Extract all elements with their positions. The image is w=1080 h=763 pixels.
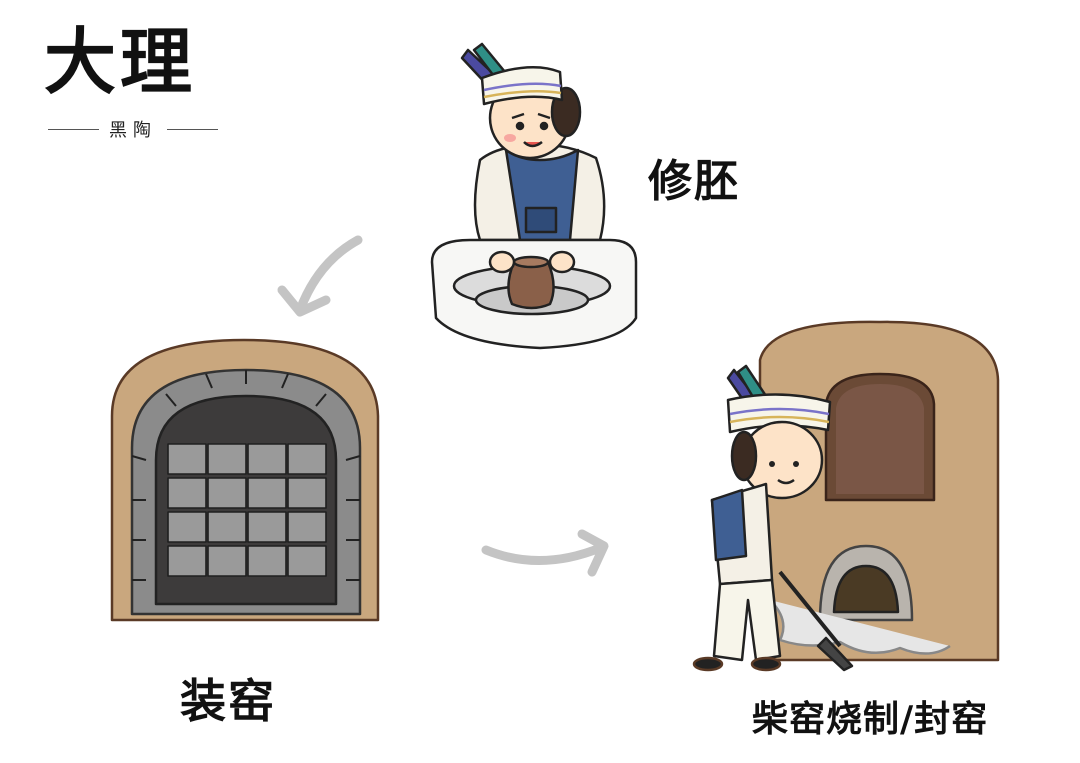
- brand-title: 大理: [44, 19, 197, 104]
- step-label-fire-seal-kiln: 柴窑烧制/封窑: [752, 699, 989, 740]
- kiln-loading-illustration: [110, 338, 380, 622]
- divider: [48, 128, 99, 130]
- step-label-load-kiln: 装窑: [180, 674, 276, 728]
- arrow-icon: [277, 235, 363, 317]
- divider: [167, 128, 218, 130]
- arrow-icon: [481, 529, 609, 577]
- potter-wheel-illustration: [430, 42, 638, 350]
- brand-subtitle-text: 黑陶: [109, 120, 157, 141]
- brand-subtitle: 黑陶: [48, 116, 218, 142]
- step-label-trim-blank: 修胚: [648, 156, 740, 207]
- wood-kiln-firing-illustration: [692, 320, 1000, 672]
